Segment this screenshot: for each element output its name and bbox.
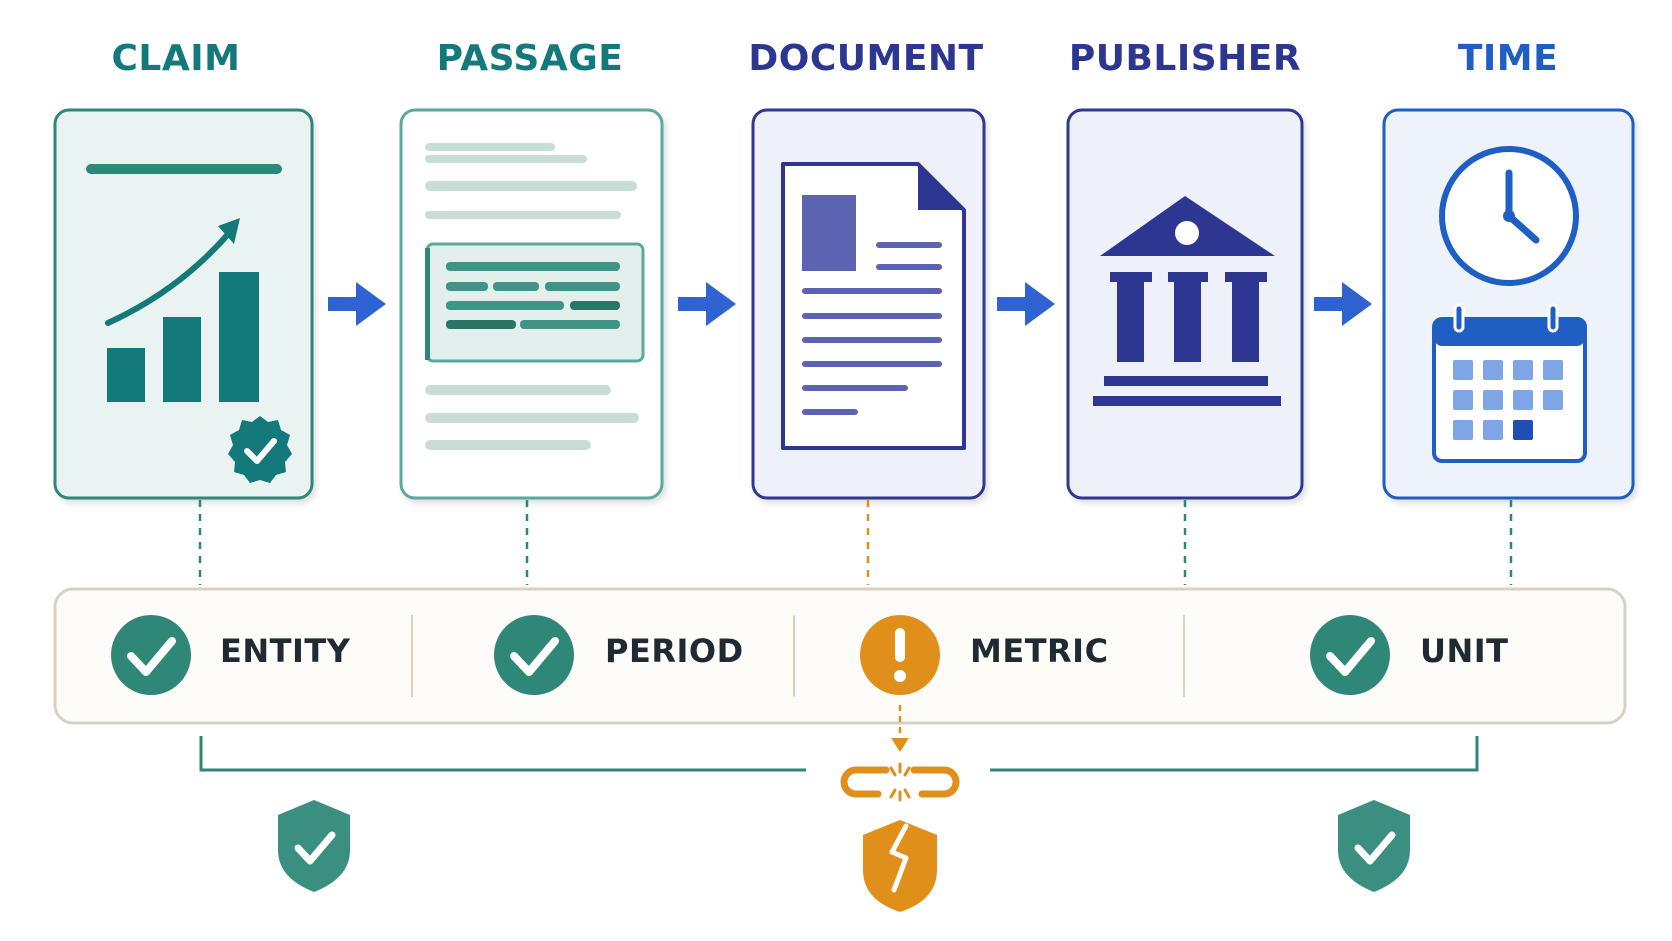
broken-shield-icon <box>863 820 937 912</box>
highlighted-excerpt <box>425 242 645 363</box>
check-label-unit: UNIT <box>1420 632 1509 670</box>
dashed-connectors <box>198 500 1513 585</box>
time-card <box>1382 108 1635 500</box>
stage-title-claim: CLAIM <box>111 38 241 79</box>
flow-arrow-4 <box>1314 282 1372 326</box>
broken-link-icon <box>840 762 960 802</box>
period-check-icon <box>494 615 574 695</box>
checks-panel <box>53 587 1627 725</box>
claim-card <box>53 108 314 500</box>
stage-title-document: DOCUMENT <box>748 38 984 79</box>
entity-check-icon <box>111 615 191 695</box>
stage-title-time: TIME <box>1457 38 1559 79</box>
flow-arrow-3 <box>997 282 1055 326</box>
document-icon <box>781 162 966 450</box>
verified-shield-icon-left <box>278 800 350 892</box>
institution-icon <box>1093 196 1281 406</box>
verified-shield-icon-right <box>1338 800 1410 892</box>
document-card <box>751 108 986 500</box>
check-label-metric: METRIC <box>970 632 1109 670</box>
growth-chart-icon <box>105 218 259 402</box>
check-label-period: PERIOD <box>605 632 744 670</box>
metric-warning-icon <box>860 615 940 695</box>
unit-check-icon <box>1310 615 1390 695</box>
flow-arrow-2 <box>678 282 736 326</box>
stage-title-publisher: PUBLISHER <box>1068 38 1302 79</box>
verified-badge-icon <box>228 416 292 483</box>
calendar-icon <box>1432 303 1587 463</box>
check-label-entity: ENTITY <box>220 632 351 670</box>
publisher-card <box>1066 108 1304 500</box>
clock-icon <box>1439 146 1579 286</box>
bottom-bracket <box>199 705 1479 772</box>
passage-card <box>399 108 664 500</box>
stage-title-passage: PASSAGE <box>436 38 624 79</box>
flow-arrow-1 <box>328 282 386 326</box>
